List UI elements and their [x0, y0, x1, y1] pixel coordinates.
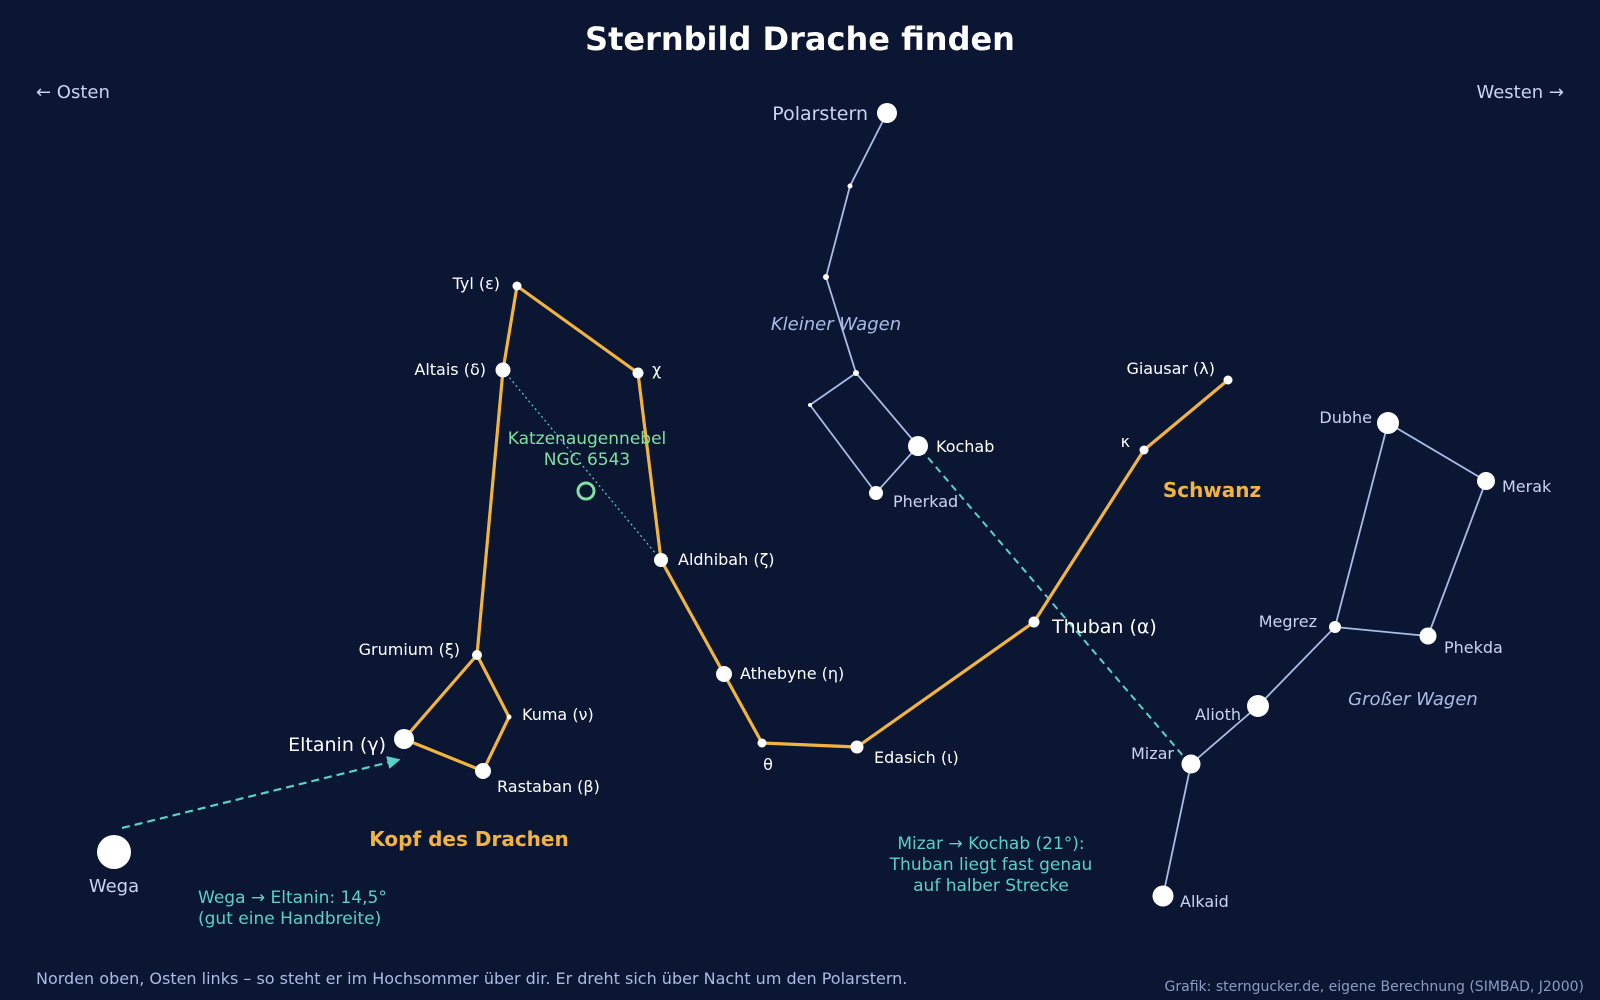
star-little-dipper-bowl-2: [808, 403, 812, 407]
pointer-arrow-wega-eltanin: [121, 756, 401, 830]
star-pherkad: [869, 486, 883, 500]
note-wega-line-2: (gut eine Handbreite): [198, 909, 381, 929]
footer-caption: Norden oben, Osten links – so steht er i…: [36, 969, 907, 988]
star-kappa: [1139, 445, 1149, 455]
label-kochab: Kochab: [936, 437, 994, 456]
label-mizar: Mizar: [1131, 744, 1174, 763]
draco-body-line: [402, 284, 1230, 773]
label-edasich: Edasich (ι): [874, 748, 959, 767]
label-grumium: Grumium (ξ): [359, 640, 460, 659]
note-mizar-line-2: Thuban liegt fast genau: [889, 855, 1093, 875]
note-mizar-line-1: Mizar → Kochab (21°):: [897, 834, 1084, 854]
star-chi: [632, 367, 644, 379]
star-dubhe: [1377, 412, 1399, 434]
footer-credit: Grafik: sterngucker.de, eigene Berechnun…: [1165, 979, 1584, 995]
label-theta: θ: [763, 755, 773, 774]
star-kochab: [908, 436, 928, 456]
label-merak: Merak: [1502, 477, 1552, 496]
star-merak: [1477, 472, 1495, 490]
star-phekda: [1419, 627, 1437, 645]
star-little-dipper-bowl-1: [853, 370, 859, 376]
star-athebyne: [716, 666, 732, 682]
region-label-schwanz: Schwanz: [1163, 478, 1261, 502]
label-phekda: Phekda: [1444, 638, 1503, 657]
label-tyl: Tyl (ε): [452, 274, 500, 293]
label-polaris: Polarstern: [772, 103, 868, 125]
compass-east-label: ← Osten: [36, 82, 110, 103]
label-dubhe: Dubhe: [1319, 408, 1372, 427]
label-chi: χ: [652, 360, 661, 379]
star-tyl: [512, 281, 522, 291]
label-alkaid: Alkaid: [1180, 892, 1229, 911]
note-mizar-line-3: auf halber Strecke: [913, 876, 1069, 896]
star-rastaban: [475, 763, 491, 779]
label-giausar: Giausar (λ): [1126, 359, 1215, 378]
cats-eye-nebula-marker: [576, 481, 596, 501]
pointer-line-mizar-kochab: [917, 445, 1191, 765]
label-kappa: κ: [1121, 432, 1131, 451]
region-label-kopf: Kopf des Drachen: [369, 827, 568, 851]
label-kuma: Kuma (ν): [522, 705, 594, 724]
star-mizar: [1181, 754, 1201, 774]
label-rastaban: Rastaban (β): [497, 777, 600, 796]
label-thuban: Thuban (α): [1051, 616, 1157, 638]
big-dipper-handle: [1162, 626, 1336, 897]
star-wega: [97, 835, 131, 869]
pointer-line-altais-aldhibah: [502, 369, 662, 561]
draco-stars: [394, 281, 1233, 779]
label-eltanin: Eltanin (γ): [288, 734, 386, 756]
little-dipper-lines: [808, 112, 919, 495]
star-little-dipper-handle-2: [823, 274, 829, 280]
region-label-kleiner-wagen: Kleiner Wagen: [771, 314, 901, 335]
star-eltanin: [394, 729, 414, 749]
nebula-label-id: NGC 6543: [544, 450, 630, 470]
big-dipper-bowl: [1334, 421, 1488, 637]
star-thuban: [1028, 616, 1040, 628]
label-alioth: Alioth: [1195, 705, 1241, 724]
star-giausar: [1223, 375, 1233, 385]
nebula-label-name: Katzenaugennebel: [508, 429, 667, 449]
star-alkaid: [1152, 885, 1174, 907]
compass-west-label: Westen →: [1476, 82, 1564, 103]
label-altais: Altais (δ): [414, 360, 486, 379]
page-title: Sternbild Drache finden: [585, 20, 1015, 58]
star-grumium: [472, 650, 482, 660]
star-theta: [757, 738, 767, 748]
star-aldhibah: [654, 553, 668, 567]
star-polaris: [877, 103, 897, 123]
label-aldhibah: Aldhibah (ζ): [678, 550, 775, 569]
note-wega-line-1: Wega → Eltanin: 14,5°: [198, 888, 387, 908]
region-label-grosser-wagen: Großer Wagen: [1348, 689, 1478, 710]
label-wega: Wega: [89, 876, 139, 897]
star-little-dipper-handle-1: [847, 183, 853, 189]
little-dipper-bowl: [808, 372, 919, 495]
star-alioth: [1247, 695, 1269, 717]
big-dipper-stars: [1152, 412, 1495, 907]
star-altais: [495, 362, 511, 378]
little-dipper-stars: [808, 103, 928, 500]
star-kuma: [506, 714, 512, 720]
star-edasich: [850, 740, 864, 754]
little-dipper-handle: [825, 112, 919, 447]
label-megrez: Megrez: [1259, 612, 1317, 631]
draco-lines: [402, 284, 1230, 773]
star-megrez: [1329, 621, 1341, 633]
label-athebyne: Athebyne (η): [740, 664, 844, 683]
label-pherkad: Pherkad: [893, 492, 958, 511]
